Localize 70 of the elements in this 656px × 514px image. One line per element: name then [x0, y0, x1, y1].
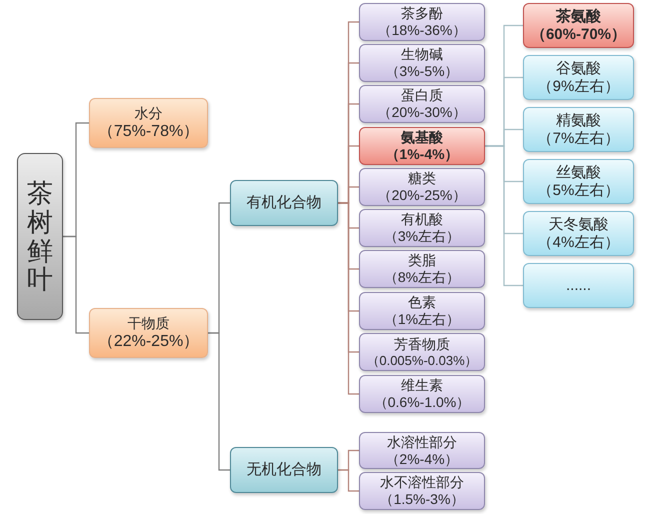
category-box	[359, 85, 485, 123]
node-label: 丝氨酸	[556, 164, 601, 182]
percentage-label: （20%-30%）	[378, 104, 466, 121]
percentage-label: （9%左右）	[538, 78, 620, 96]
category-box	[230, 447, 338, 493]
category-box	[523, 159, 634, 204]
category-box	[359, 127, 485, 165]
percentage-label: （4%左右）	[538, 234, 620, 252]
category-box	[359, 209, 485, 247]
percentage-label: （2%-4%）	[385, 450, 459, 468]
percentage-label: （75%-78%）	[98, 122, 200, 141]
percentage-label: （22%-25%）	[98, 332, 200, 351]
node-label: 糖类	[408, 170, 436, 187]
node-label: 水溶性部分	[387, 434, 457, 450]
percentage-label: （0.6%-1.0%）	[374, 394, 470, 411]
percentage-label: （1.5%-3%）	[380, 491, 464, 508]
node-label: 谷氨酸	[556, 60, 601, 78]
connector-line	[63, 236, 89, 334]
category-box	[523, 107, 634, 152]
percentage-label: （1%左右）	[384, 311, 460, 328]
category-box	[359, 44, 485, 82]
node-label: 有机酸	[401, 211, 443, 228]
category-box	[359, 168, 485, 206]
node-label: ......	[566, 276, 591, 294]
node-label: 茶氨酸	[556, 8, 601, 26]
node-label: 精氨酸	[556, 112, 601, 130]
percentage-label: （8%左右）	[384, 269, 460, 286]
node-label: 氨基酸	[401, 129, 443, 146]
node-label: 干物质	[128, 315, 170, 332]
percentage-label: （3%左右）	[384, 228, 460, 245]
node-label: 有机化合物	[246, 194, 322, 212]
percentage-label: （7%左右）	[538, 130, 620, 148]
node-label: 维生素	[401, 377, 443, 394]
connector-line	[338, 469, 359, 492]
category-box	[359, 292, 485, 330]
node-label: 类脂	[408, 252, 436, 269]
category-box	[523, 263, 634, 308]
node-label: 水分	[134, 105, 162, 122]
category-box	[359, 250, 485, 288]
percentage-label: （0.005%-0.03%）	[366, 352, 478, 368]
percentage-label: （20%-25%）	[378, 187, 466, 204]
node-label: 无机化合物	[246, 461, 322, 479]
node-label: 茶多酚	[401, 5, 443, 22]
category-box	[523, 3, 634, 48]
node-label: 水不溶性部分	[380, 474, 464, 491]
node-label: 芳香物质	[394, 336, 450, 352]
category-box	[230, 180, 338, 226]
node-label: 蛋白质	[401, 87, 443, 104]
category-box	[523, 211, 634, 256]
root-box	[17, 153, 63, 320]
category-box	[89, 308, 208, 358]
percentage-label: （3%-5%）	[385, 63, 459, 80]
node-label: 茶树鲜叶	[27, 179, 53, 294]
connector-line	[338, 202, 359, 395]
category-box	[359, 333, 485, 371]
percentage-label: （1%-4%）	[385, 146, 459, 163]
category-box	[359, 3, 485, 41]
category-box	[523, 55, 634, 100]
category-box	[359, 432, 485, 469]
node-label: 色素	[408, 294, 436, 311]
percentage-label: （60%-70%）	[530, 26, 626, 44]
category-box	[89, 98, 208, 148]
percentage-label: （18%-36%）	[378, 22, 466, 39]
category-box	[359, 375, 485, 413]
node-label: 天冬氨酸	[548, 216, 608, 234]
percentage-label: （5%左右）	[538, 182, 620, 200]
category-box	[359, 472, 485, 510]
node-label: 生物碱	[401, 46, 443, 63]
connector-line	[485, 145, 523, 286]
connector-line	[208, 332, 230, 471]
